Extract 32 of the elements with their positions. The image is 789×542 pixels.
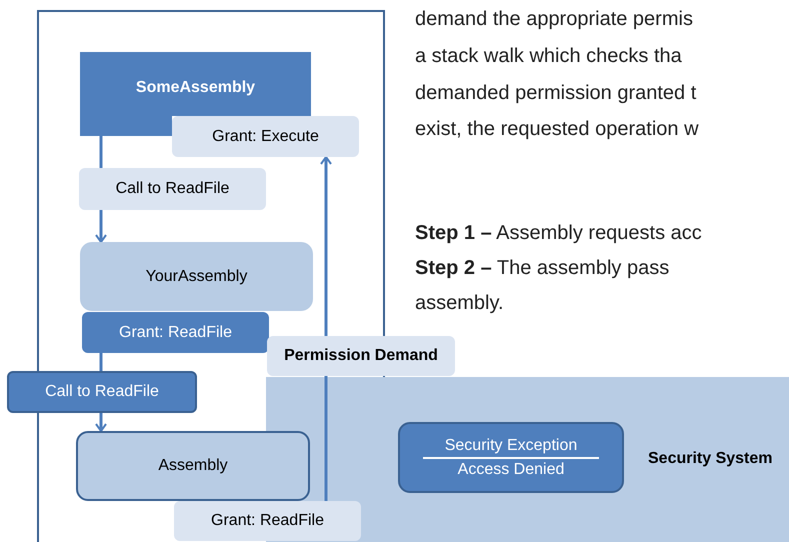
box-label: Permission Demand [284,346,438,366]
box-label: Security Exception [444,436,578,456]
arrow [95,413,107,432]
process-box [80,52,311,116]
box-label: Grant: ReadFile [211,511,324,531]
box-label: YourAssembly [146,266,248,286]
process-box [267,336,455,376]
exception-box [398,422,624,493]
process-box [79,168,266,210]
box-label: Access Denied [458,460,564,480]
process-box [82,312,269,353]
paragraph-text: Step 2 – The assembly pass [415,256,670,281]
box-label: Call to ReadFile [45,382,159,402]
process-box [76,431,310,501]
paragraph-text: a stack walk which checks tha [415,44,682,69]
paragraph-text: demand the appropriate permis [415,7,693,32]
box-label: Assembly [158,456,228,476]
box-label: Grant: Execute [212,126,319,146]
arrow [320,156,332,336]
band-title: Security System [648,449,773,469]
process-box [7,371,197,413]
arrow [95,210,107,243]
process-box [174,501,361,541]
paragraph-text: demanded permission granted t [415,81,696,106]
paragraph-text: exist, the requested operation w [415,117,699,142]
paragraph-text: Step 1 – Assembly requests acc [415,221,702,246]
box-label: Grant: ReadFile [119,322,232,342]
process-box [172,116,359,157]
paragraph-text: assembly. [415,291,504,316]
process-box [80,242,313,311]
box-label: Call to ReadFile [116,179,230,199]
box-label: SomeAssembly [136,78,256,98]
